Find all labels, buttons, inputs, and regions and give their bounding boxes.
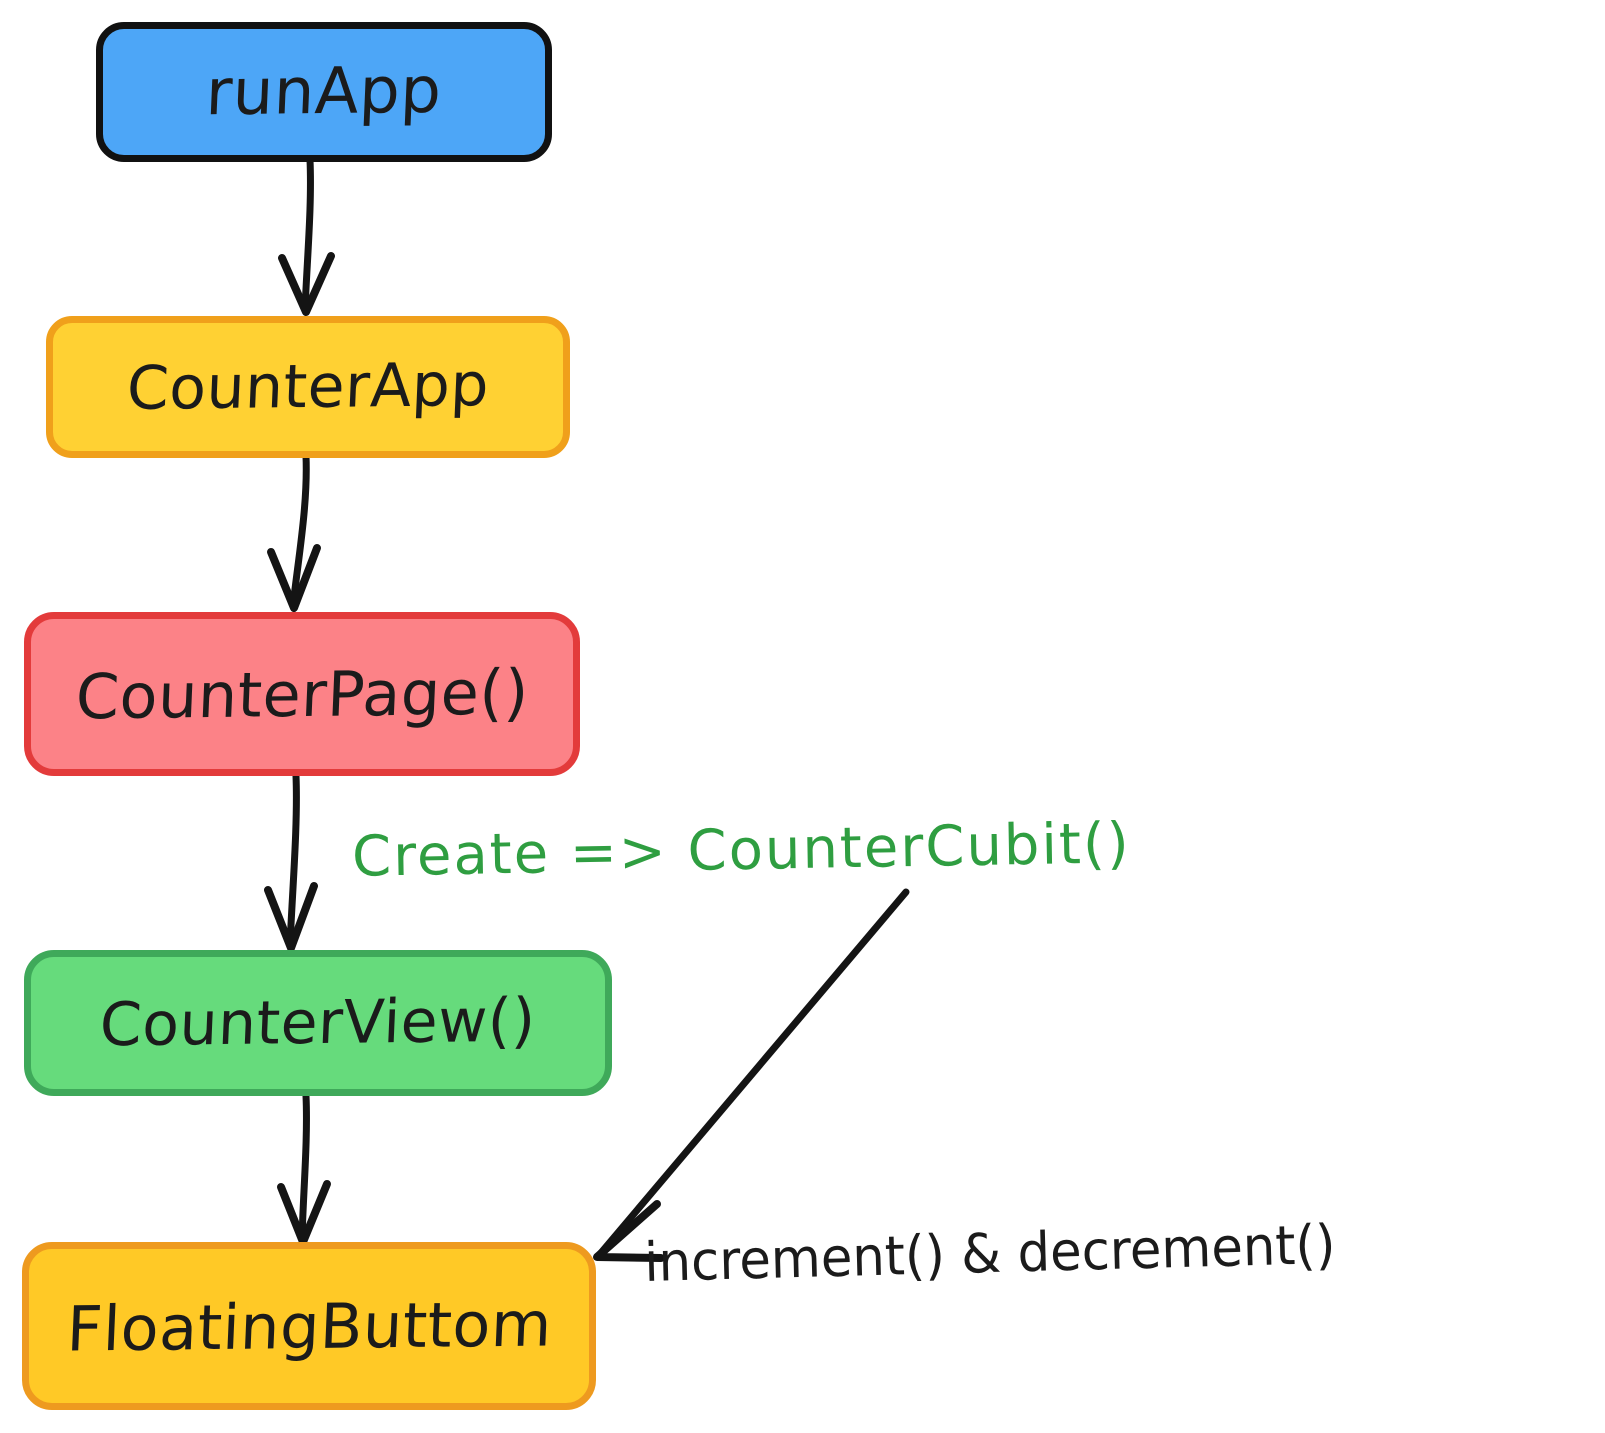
node-floatingbuttom-label: FloatingButtom [64,1286,554,1366]
edge-label-create-countercubit: Create => CounterCubit() [351,811,1132,890]
node-counterpage-label: CounterPage() [73,655,531,733]
edge-line [289,452,310,610]
node-counterview[interactable]: CounterView() [24,950,612,1096]
edge-line [298,1092,310,1244]
node-runapp-label: runApp [204,53,444,131]
arrowhead-icon [277,1180,331,1246]
edge-counterpage-to-counterview [264,772,318,952]
node-counterapp-label: CounterApp [125,350,491,424]
arrowhead-icon [264,882,318,952]
edge-countercubit-to-floatingbuttom [593,888,910,1262]
arrowhead-icon [267,544,321,612]
node-floatingbuttom[interactable]: FloatingButtom [22,1242,596,1410]
edge-runapp-to-counterapp [278,156,335,316]
node-runapp[interactable]: runApp [96,22,552,162]
edge-line [301,156,314,314]
edge-line [286,772,300,950]
edge-label-increment-decrement: increment() & decrement() [643,1212,1337,1295]
edge-counterapp-to-counterpage [267,452,321,612]
arrowhead-icon [278,252,335,316]
node-counterpage[interactable]: CounterPage() [24,612,580,776]
edge-line [596,888,910,1258]
node-counterapp[interactable]: CounterApp [46,316,570,458]
node-counterview-label: CounterView() [98,985,538,1061]
edge-counterview-to-floatingbuttom [277,1092,331,1246]
